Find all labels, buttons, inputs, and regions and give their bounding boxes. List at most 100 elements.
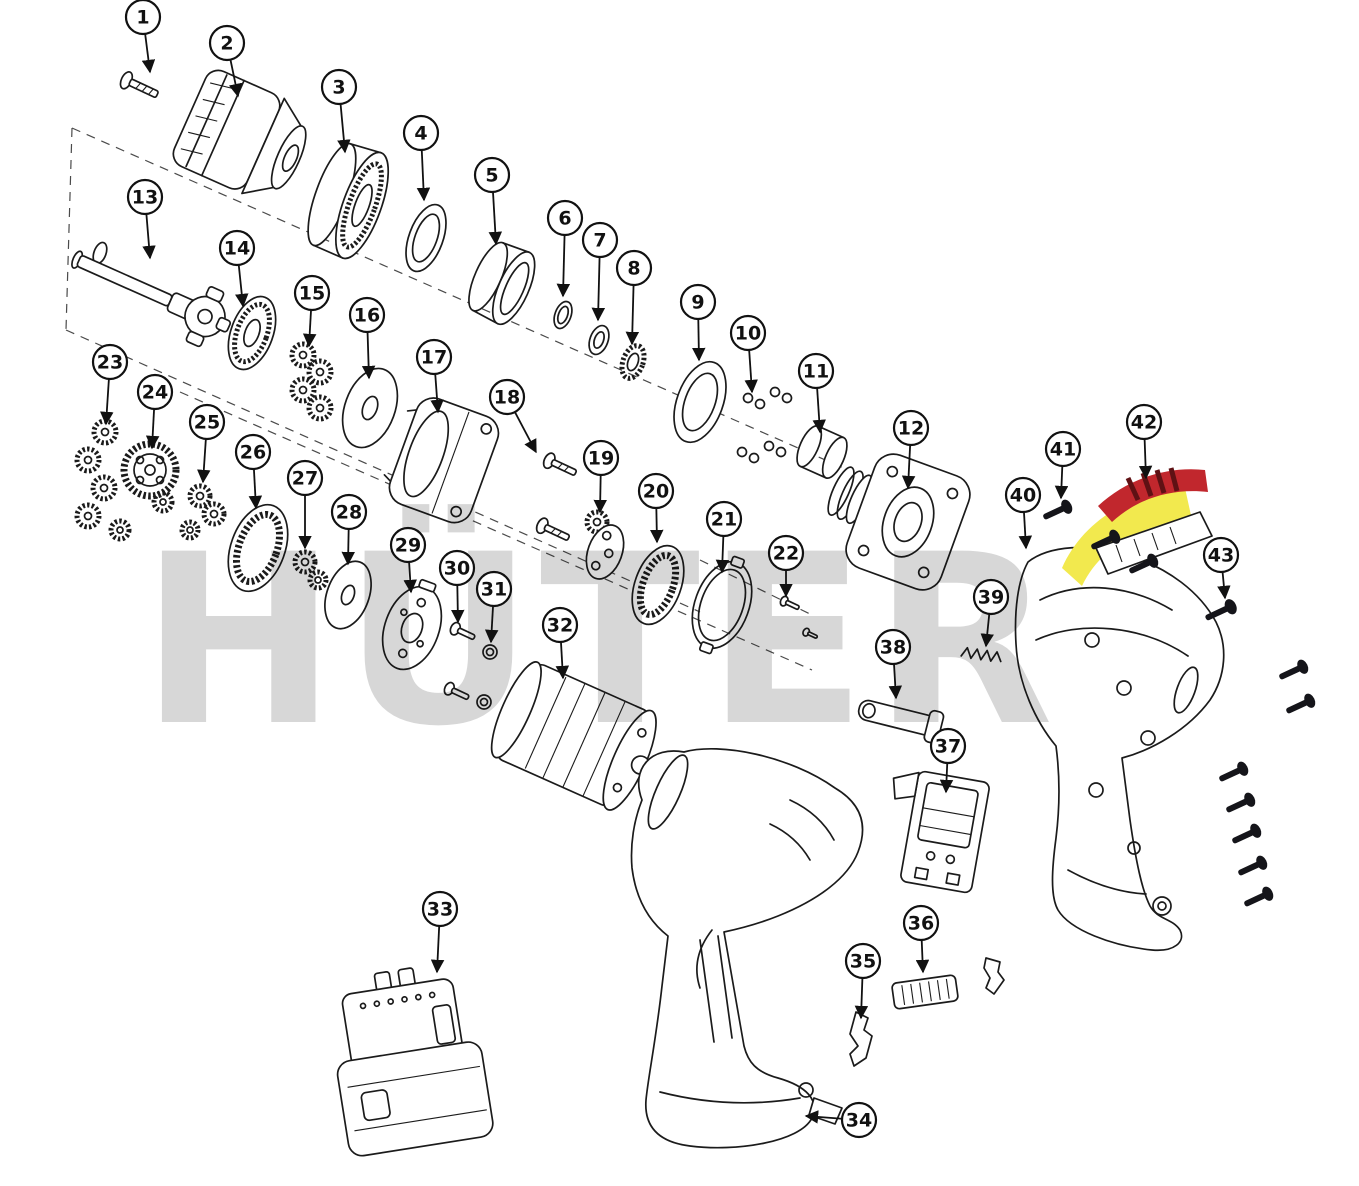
callout-12: 12	[892, 409, 930, 490]
callout-number-5: 5	[485, 165, 498, 187]
callout-29: 29	[389, 526, 427, 594]
callout-26: 26	[234, 433, 272, 510]
callout-number-39: 39	[978, 587, 1004, 609]
part-washer-28	[324, 560, 372, 630]
callout-14: 14	[218, 229, 256, 308]
callout-leader-19	[593, 474, 607, 514]
callout-circle-28	[330, 493, 368, 531]
part-body-left-34	[630, 747, 864, 1149]
callout-leader-35	[854, 977, 869, 1020]
callout-circle-21	[705, 500, 743, 538]
callout-number-11: 11	[803, 361, 829, 383]
callout-leader-41	[1054, 465, 1069, 500]
callout-number-13: 13	[132, 187, 158, 209]
callout-leader-14	[235, 264, 249, 308]
callout-circle-4	[402, 114, 440, 152]
callout-24: 24	[136, 373, 174, 450]
callout-40: 40	[1004, 476, 1042, 550]
callout-circle-24	[136, 373, 174, 411]
part-body-right-40	[1014, 546, 1225, 952]
callout-number-28: 28	[336, 502, 362, 524]
callout-leader-36	[915, 939, 930, 974]
callout-leader-28	[341, 528, 355, 566]
callout-number-41: 41	[1050, 439, 1076, 461]
callout-circle-7	[581, 221, 619, 259]
callout-leader-15	[302, 309, 317, 348]
callout-number-3: 3	[332, 77, 345, 99]
part-housing-screws	[1219, 659, 1316, 907]
callout-leader-12	[901, 444, 916, 490]
callout-36: 36	[902, 904, 940, 974]
part-spindle-13	[71, 241, 232, 348]
part-shuttle-38	[857, 699, 945, 744]
callout-number-38: 38	[880, 637, 906, 659]
callout-circle-42	[1125, 403, 1163, 441]
parts-drawing	[71, 69, 1316, 1157]
callout-leader-20	[650, 507, 664, 544]
callout-number-36: 36	[908, 913, 934, 935]
part-gearcase-12	[827, 453, 971, 591]
callout-number-8: 8	[627, 258, 640, 280]
callout-circle-29	[389, 526, 427, 564]
callout-number-31: 31	[481, 579, 507, 601]
part-screw-22b	[802, 627, 819, 639]
callout-35: 35	[844, 942, 882, 1020]
callout-leader-29	[403, 561, 417, 594]
callout-leader-40	[1018, 511, 1033, 550]
callout-27: 27	[286, 459, 324, 550]
callout-25: 25	[188, 403, 226, 484]
callout-leader-17	[430, 373, 444, 414]
callout-circle-12	[892, 409, 930, 447]
part-ring-gear-14	[227, 295, 277, 371]
part-clutch-ring	[307, 142, 390, 260]
callout-17: 17	[415, 338, 453, 414]
part-screw-1	[119, 71, 159, 99]
callout-number-15: 15	[299, 283, 325, 305]
callout-number-34: 34	[846, 1110, 872, 1132]
callout-18: 18	[488, 378, 537, 454]
callout-leader-13	[142, 213, 156, 260]
callout-19: 19	[582, 439, 620, 514]
callout-number-1: 1	[136, 7, 149, 29]
callout-circle-39	[972, 578, 1010, 616]
callout-20: 20	[637, 472, 675, 544]
part-nuts-31	[476, 644, 498, 710]
callout-leader-11	[812, 387, 826, 434]
callout-6: 6	[546, 199, 584, 298]
callout-leader-1	[141, 33, 156, 74]
callout-37: 37	[929, 727, 967, 794]
callout-number-7: 7	[593, 230, 606, 252]
callout-number-40: 40	[1010, 485, 1036, 507]
callout-leader-10	[744, 349, 758, 394]
callout-leader-26	[248, 468, 263, 510]
callout-circle-19	[582, 439, 620, 477]
callout-4: 4	[402, 114, 440, 202]
callout-leader-38	[888, 663, 903, 700]
callout-circle-23	[91, 343, 129, 381]
part-o-ring-6	[553, 300, 573, 330]
part-washer-16	[341, 367, 399, 449]
callout-number-17: 17	[421, 347, 447, 369]
callout-circle-16	[348, 296, 386, 334]
callout-circle-26	[234, 433, 272, 471]
part-gear-housing-17	[383, 397, 500, 524]
callout-circle-13	[126, 178, 164, 216]
callout-number-9: 9	[691, 292, 704, 314]
callout-leader-39	[980, 613, 994, 648]
callout-circle-1	[124, 0, 162, 36]
callout-leader-23	[100, 378, 114, 426]
callout-number-18: 18	[494, 387, 520, 409]
callout-7: 7	[581, 221, 619, 322]
callout-leader-30	[451, 584, 465, 624]
callout-number-14: 14	[224, 238, 250, 260]
callout-circle-22	[767, 534, 805, 572]
callout-number-25: 25	[194, 412, 220, 434]
callout-9: 9	[679, 283, 717, 362]
callout-38: 38	[874, 628, 912, 700]
callout-number-37: 37	[935, 736, 961, 758]
callout-circle-33	[421, 890, 459, 928]
callout-leader-9	[692, 318, 706, 362]
callout-32: 32	[541, 606, 579, 680]
callout-number-43: 43	[1208, 545, 1234, 567]
callout-circle-30	[438, 549, 476, 587]
